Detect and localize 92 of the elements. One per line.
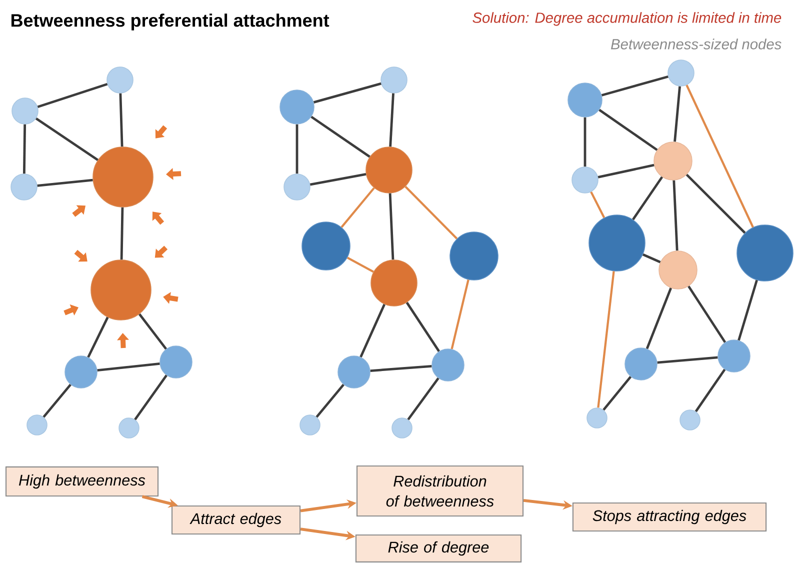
network-link xyxy=(346,256,374,273)
network-node xyxy=(624,348,658,380)
network-link xyxy=(590,191,606,218)
network-link xyxy=(674,86,681,142)
network-link xyxy=(310,116,370,158)
network-node xyxy=(380,66,408,94)
network-node xyxy=(450,232,498,280)
process-box: Redistribution of betweenness xyxy=(356,465,524,517)
network-link xyxy=(672,180,678,251)
network-node xyxy=(92,146,154,208)
direction-arrow xyxy=(166,168,182,180)
network-link xyxy=(22,124,26,174)
network-node xyxy=(118,418,140,438)
network-link xyxy=(340,187,375,228)
network-node xyxy=(658,250,698,290)
network-node xyxy=(572,166,598,194)
network-node xyxy=(338,356,370,388)
process-box: Stops attracting edges xyxy=(572,502,767,532)
direction-arrow xyxy=(163,292,178,304)
title: Betweenness preferential attachment xyxy=(11,14,330,30)
note: Betweenness-sized nodes xyxy=(610,38,782,50)
network-link xyxy=(688,286,726,343)
network-node xyxy=(160,346,192,378)
network-link xyxy=(598,108,658,151)
direction-arrow xyxy=(74,250,88,262)
network-link xyxy=(388,193,394,260)
network-node xyxy=(586,408,608,428)
network-node xyxy=(106,66,134,94)
process-box: Rise of degree xyxy=(355,534,522,562)
network-node xyxy=(718,340,750,372)
network-link xyxy=(296,124,298,174)
network-link xyxy=(389,93,394,147)
direction-arrow xyxy=(64,304,78,316)
network-link xyxy=(598,164,654,178)
network-node xyxy=(736,224,794,282)
network-node xyxy=(280,90,314,124)
network-link xyxy=(42,384,72,418)
network-link xyxy=(316,384,344,418)
network-node xyxy=(90,260,152,320)
network-link xyxy=(120,207,124,260)
network-link xyxy=(134,374,168,420)
note: Solution: Degree accumulation is limited in time xyxy=(472,12,782,26)
network-link xyxy=(597,271,615,408)
network-link xyxy=(87,316,109,358)
network-link xyxy=(360,304,386,358)
network-node xyxy=(12,98,38,124)
network-node xyxy=(588,214,646,272)
network-link xyxy=(313,82,382,104)
network-node xyxy=(302,222,350,270)
network-node xyxy=(432,348,464,382)
process-box: High betweenness xyxy=(5,466,159,497)
network-link xyxy=(138,313,167,350)
network-link xyxy=(738,280,758,341)
network-link xyxy=(686,174,746,234)
network-node xyxy=(668,60,694,86)
network-link xyxy=(657,356,718,364)
network-node xyxy=(284,174,310,200)
network-link xyxy=(450,279,470,350)
process-box: Attract edges xyxy=(171,505,301,535)
network-link xyxy=(310,173,366,186)
network-link xyxy=(37,178,93,187)
direction-arrow xyxy=(154,246,168,258)
network-link xyxy=(406,302,440,352)
network-link xyxy=(686,84,754,228)
network-node xyxy=(26,414,48,436)
network-link xyxy=(97,362,160,372)
network-link xyxy=(694,368,726,412)
network-node xyxy=(680,410,700,430)
network-node xyxy=(370,260,418,306)
network-link xyxy=(602,376,632,411)
network-link xyxy=(370,365,432,372)
network-link xyxy=(646,288,672,350)
network-link xyxy=(404,186,458,240)
network-node xyxy=(10,174,38,200)
direction-arrow xyxy=(155,125,168,138)
network-node xyxy=(568,82,602,118)
network-node xyxy=(64,356,98,388)
direction-arrow xyxy=(152,212,164,225)
network-node xyxy=(366,146,412,194)
direction-arrow xyxy=(72,205,86,217)
network-link xyxy=(642,253,661,264)
network-node xyxy=(654,142,692,180)
direction-arrow xyxy=(117,333,129,348)
network-node xyxy=(300,414,320,436)
network-link xyxy=(632,176,664,220)
network-link xyxy=(584,117,586,167)
network-node xyxy=(392,418,412,438)
network-link xyxy=(407,378,440,420)
network-link xyxy=(37,83,108,108)
network-link xyxy=(601,75,668,96)
network-link xyxy=(119,93,124,147)
network-link xyxy=(35,117,98,161)
